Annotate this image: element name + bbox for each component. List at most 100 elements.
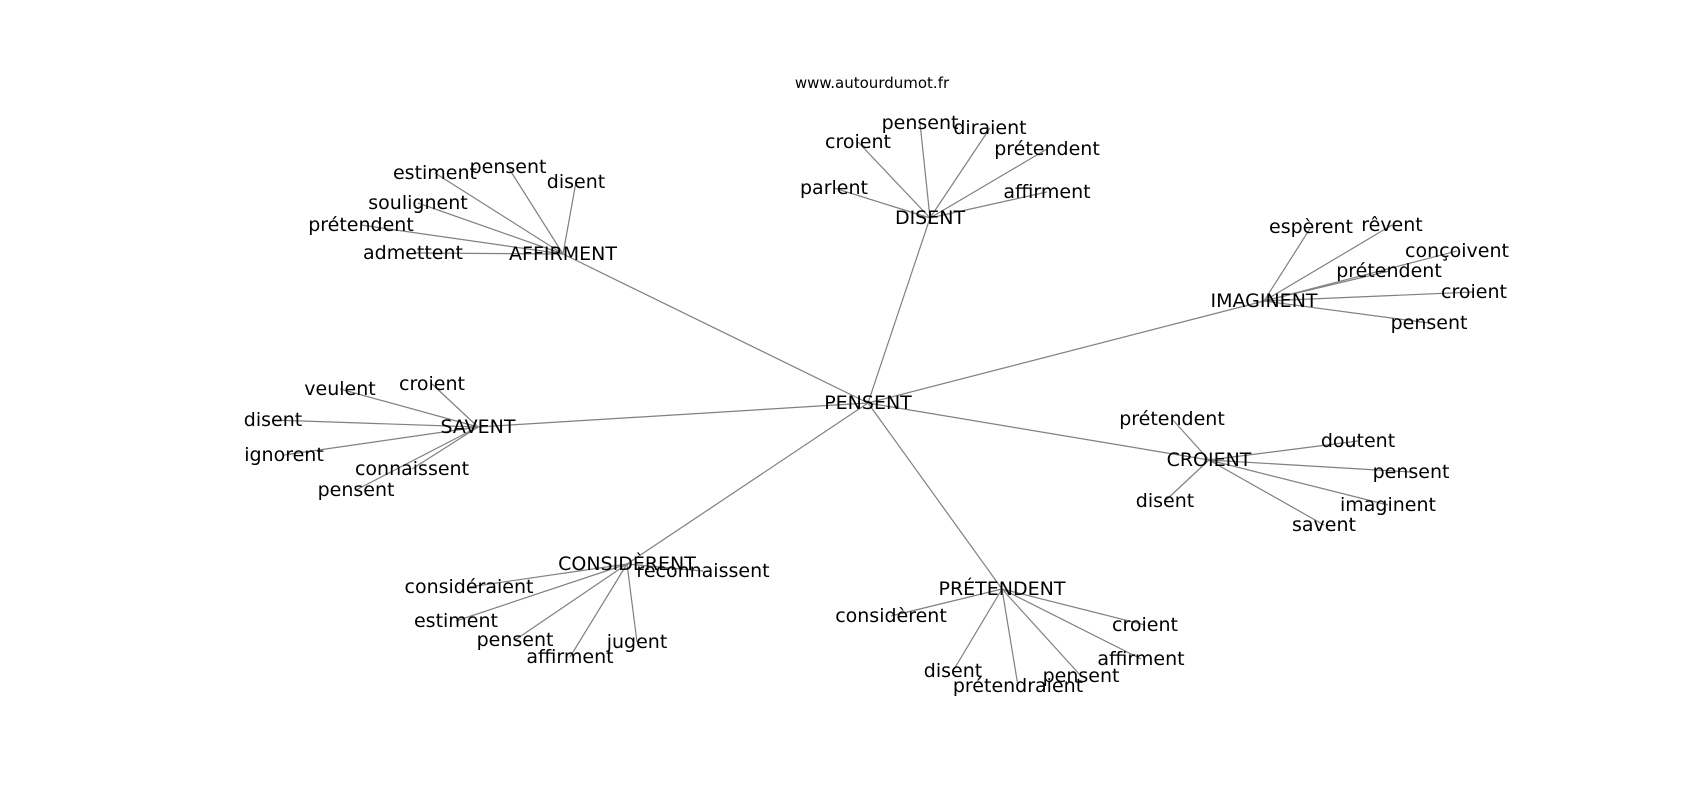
leaf-word-label: croient — [399, 373, 465, 395]
leaf-word-label: estiment — [393, 162, 477, 184]
leaf-word-label: conçoivent — [1405, 240, 1509, 262]
leaf-word-label: prétendent — [308, 214, 414, 236]
edge-hub-to-leaf — [1171, 418, 1210, 461]
edge-hub-to-leaf — [562, 181, 577, 255]
leaf-word-label: espèrent — [1269, 216, 1353, 238]
edge-hub-to-leaf — [283, 426, 479, 456]
edge-hub-to-leaf — [1001, 588, 1146, 626]
leaf-word-label: affirment — [1097, 648, 1184, 670]
edge-hub-to-leaf — [360, 224, 564, 255]
edge-hub-to-leaf — [626, 563, 638, 643]
edge-hub-to-leaf — [355, 426, 479, 491]
edge-hub-to-leaf — [1208, 459, 1389, 506]
leaf-word-label: prétendent — [1336, 260, 1442, 282]
leaf-word-label: considèrent — [835, 605, 947, 627]
leaf-word-label: diraient — [953, 117, 1026, 139]
edge-hub-to-leaf — [272, 419, 479, 428]
edge-hub-to-leaf — [1208, 459, 1412, 473]
leaf-word-label: croient — [1441, 281, 1507, 303]
edge-center-to-hub — [562, 253, 869, 404]
leaf-word-label: rêvent — [1361, 214, 1423, 236]
edge-center-to-hub — [626, 402, 869, 565]
leaf-word-label: jugent — [606, 631, 668, 653]
edge-hub-to-leaf — [626, 563, 704, 572]
leaf-word-label: pensent — [1043, 665, 1120, 687]
leaf-word-label: prétendraient — [953, 675, 1083, 697]
edge-hub-to-leaf — [507, 166, 564, 255]
edge-hub-to-leaf — [434, 172, 564, 255]
leaf-word-label: estiment — [414, 610, 498, 632]
leaf-word-label: disent — [1136, 490, 1194, 512]
edge-hub-to-leaf — [1263, 270, 1390, 302]
edge-center-to-hub — [867, 217, 931, 404]
leaf-word-label: parlent — [800, 177, 868, 199]
edge-hub-to-leaf — [1263, 224, 1393, 302]
center-word-label: PENSENT — [824, 392, 912, 414]
hub-word-label: PRÉTENDENT — [939, 577, 1066, 600]
edge-hub-to-leaf — [1208, 459, 1325, 526]
leaf-word-label: affirment — [1003, 181, 1090, 203]
hub-word-label: CROIENT — [1167, 449, 1252, 471]
graph-edges — [272, 122, 1475, 687]
leaf-word-label: imaginent — [1340, 494, 1436, 516]
leaf-word-label: pensent — [477, 629, 554, 651]
hub-word-label: SAVENT — [440, 416, 515, 438]
edge-hub-to-leaf — [1001, 588, 1142, 660]
leaf-word-label: croient — [1112, 614, 1178, 636]
leaf-word-label: soulignent — [368, 192, 467, 214]
leaf-word-label: doutent — [1321, 430, 1395, 452]
leaf-word-label: pensent — [882, 112, 959, 134]
leaf-word-label: veulent — [304, 378, 375, 400]
leaf-word-label: connaissent — [355, 458, 469, 480]
edge-hub-to-leaf — [412, 252, 564, 255]
leaf-word-label: pensent — [318, 479, 395, 501]
edge-hub-to-leaf — [417, 202, 564, 255]
edge-hub-to-leaf — [929, 127, 991, 219]
hub-word-label: IMAGINENT — [1210, 290, 1317, 312]
leaf-word-label: disent — [244, 409, 302, 431]
edge-hub-to-leaf — [514, 563, 628, 641]
leaf-word-label: prétendent — [1119, 408, 1225, 430]
leaf-word-label: pensent — [470, 156, 547, 178]
edge-hub-to-leaf — [952, 588, 1003, 672]
edge-hub-to-leaf — [929, 148, 1048, 219]
edge-hub-to-leaf — [1263, 291, 1475, 302]
leaf-word-label: prétendent — [994, 138, 1100, 160]
leaf-word-label: ignorent — [244, 444, 324, 466]
hub-word-label: DISENT — [895, 207, 966, 229]
edge-hub-to-leaf — [1001, 588, 1019, 687]
edge-hub-to-leaf — [1263, 300, 1430, 324]
leaf-word-label: savent — [1292, 514, 1356, 536]
edge-hub-to-leaf — [455, 563, 628, 622]
graph-labels: www.autourdumot.fr croientpensentdiraien… — [244, 74, 1509, 697]
edge-hub-to-leaf — [1164, 459, 1210, 502]
leaf-word-label: considéraient — [405, 576, 534, 598]
edge-center-to-hub — [867, 402, 1210, 461]
edge-hub-to-leaf — [1263, 226, 1312, 302]
leaf-word-label: affirment — [526, 646, 613, 668]
edge-hub-to-leaf — [468, 563, 628, 588]
leaf-word-label: disent — [547, 171, 605, 193]
leaf-word-label: pensent — [1373, 461, 1450, 483]
edge-hub-to-leaf — [569, 563, 628, 658]
leaf-word-label: reconnaissent — [636, 560, 769, 582]
hub-word-label: AFFIRMENT — [509, 243, 617, 265]
edge-hub-to-leaf — [1001, 588, 1082, 677]
source-credit: www.autourdumot.fr — [795, 74, 950, 92]
edge-hub-to-leaf — [411, 426, 479, 470]
edge-hub-to-leaf — [1208, 440, 1359, 461]
edge-hub-to-leaf — [857, 141, 931, 219]
edge-hub-to-leaf — [890, 588, 1003, 617]
leaf-word-label: disent — [924, 660, 982, 682]
edge-hub-to-leaf — [339, 388, 479, 428]
edge-hub-to-leaf — [833, 187, 931, 219]
hub-word-label: CONSIDÈRENT — [558, 552, 696, 575]
edge-hub-to-leaf — [919, 122, 931, 219]
edge-center-to-hub — [477, 402, 869, 428]
leaf-word-label: croient — [825, 131, 891, 153]
leaf-word-label: admettent — [363, 242, 463, 264]
edge-hub-to-leaf — [929, 191, 1048, 219]
edge-hub-to-leaf — [431, 383, 479, 428]
leaf-word-label: pensent — [1391, 312, 1468, 334]
